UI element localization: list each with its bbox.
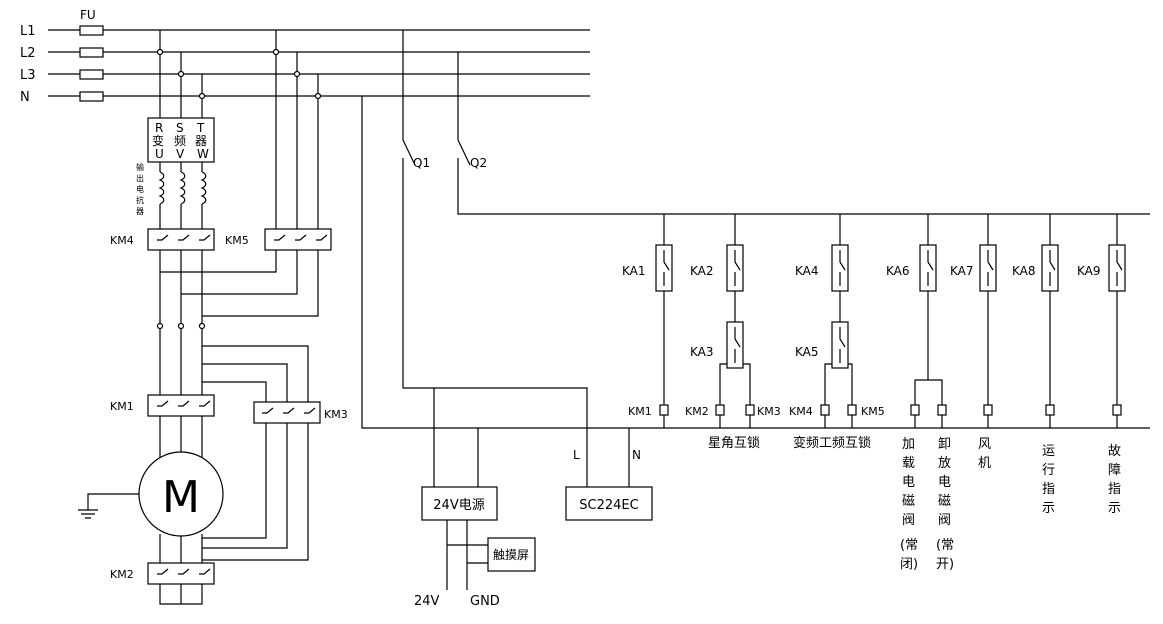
ka7-label: KA7: [950, 264, 974, 278]
coil-km5: KM5: [861, 405, 885, 418]
load-valve-4: 磁: [902, 494, 915, 509]
load-valve-1: 加: [902, 437, 915, 452]
run-3: 指: [1042, 482, 1055, 497]
fault-2: 障: [1108, 463, 1121, 478]
inverter-u: U: [155, 147, 164, 161]
ka1-label: KA1: [622, 264, 646, 278]
output-24v: 24V: [414, 594, 440, 609]
group-vf-lock: 变频工频互锁: [793, 435, 871, 451]
touch-screen-box: [487, 537, 536, 572]
line-label-l2: L2: [20, 46, 36, 61]
reactor-char-1: 输: [136, 162, 144, 172]
reactor-char-2: 出: [136, 173, 144, 183]
ka5-relay: [831, 321, 849, 369]
inverter-c3: 器: [195, 134, 207, 148]
fuse-label: FU: [80, 8, 96, 22]
motor-circuit: R S T 变 频 器 U V W 输 出 电 抗 器 KM4 KM5: [78, 30, 348, 605]
power-supply-box: [421, 486, 498, 521]
touch-screen-label: 触摸屏: [493, 548, 529, 562]
km1-label: KM1: [110, 400, 134, 413]
fan-2: 机: [978, 456, 991, 471]
inverter-w: W: [197, 147, 209, 161]
line-label-n: N: [20, 90, 30, 105]
km3-label: KM3: [324, 408, 348, 421]
fuse-l2: [79, 47, 104, 58]
ka1-relay: [655, 244, 673, 292]
line-label-l1: L1: [20, 24, 36, 39]
ka2-relay: [726, 244, 744, 292]
ka8-label: KA8: [1012, 264, 1036, 278]
inverter-v: V: [176, 147, 185, 161]
ka4-label: KA4: [795, 264, 819, 278]
plc-l-label: L: [573, 448, 580, 462]
inverter-t: T: [196, 121, 205, 135]
inverter-box: [147, 117, 215, 163]
control-supply: Q1 Q2 24V电源 触摸屏 24V GND SC224EC L N: [361, 30, 1150, 609]
coil-km4: KM4: [789, 405, 813, 418]
coil-km3: KM3: [757, 405, 781, 418]
fuse-n: [79, 91, 104, 102]
ka5-label: KA5: [795, 345, 819, 359]
relay-outputs: KA1 KA2 KA3 KA4 KA5 KA6 KA7 KA8 KA9 KM1 …: [622, 214, 1126, 451]
power-supply-label: 24V电源: [433, 498, 484, 513]
inverter-c2: 频: [174, 134, 186, 148]
load-valve-6: (常: [900, 538, 918, 553]
run-1: 运: [1042, 444, 1055, 459]
fault-1: 故: [1108, 444, 1121, 459]
ka9-label: KA9: [1077, 264, 1101, 278]
output-gnd: GND: [470, 594, 500, 609]
km5-label: KM5: [225, 234, 249, 247]
inverter-r: R: [155, 121, 163, 135]
km4-label: KM4: [110, 234, 134, 247]
km2-label: KM2: [110, 568, 134, 581]
unload-valve-4: 磁: [938, 494, 951, 509]
fuse-l3: [79, 69, 104, 80]
fault-4: 示: [1108, 501, 1121, 516]
group-star-delta: 星角互锁: [708, 435, 760, 451]
fuse-l1: [79, 25, 104, 36]
unload-valve-7: 开): [936, 557, 954, 572]
run-2: 行: [1042, 463, 1055, 478]
coil-km2: KM2: [685, 405, 709, 418]
ka7-relay: [979, 244, 997, 292]
line-label-l3: L3: [20, 68, 36, 83]
load-valve-7: 闭): [900, 557, 918, 572]
load-valve-5: 阀: [902, 513, 915, 528]
ka6-relay: [919, 244, 937, 292]
motor-label: M: [162, 472, 200, 523]
reactor-char-4: 抗: [136, 195, 144, 205]
plc-n-label: N: [632, 448, 641, 462]
ka9-relay: [1108, 244, 1126, 292]
ka4-relay: [831, 244, 849, 292]
coil-km1: KM1: [628, 405, 652, 418]
unload-valve-5: 阀: [938, 513, 951, 528]
load-valve-3: 电: [902, 475, 915, 490]
unload-valve-2: 放: [938, 456, 951, 471]
load-valve-2: 载: [902, 456, 915, 471]
ka8-relay: [1041, 244, 1059, 292]
unload-valve-3: 电: [938, 475, 951, 490]
ka3-label: KA3: [690, 345, 714, 359]
plc-label: SC224EC: [579, 498, 638, 513]
q2-label: Q2: [470, 156, 487, 170]
plc-box: [565, 486, 653, 521]
fan-1: 风: [978, 437, 991, 452]
unload-valve-6: (常: [936, 538, 954, 553]
unload-valve-1: 卸: [938, 436, 951, 452]
inverter-s: S: [176, 121, 184, 135]
fault-3: 指: [1108, 482, 1121, 497]
ka3-relay: [726, 321, 744, 369]
main-bus: L1 L2 L3 N FU: [20, 8, 590, 105]
reactor-char-3: 电: [136, 184, 144, 194]
ka2-label: KA2: [690, 264, 714, 278]
reactor-char-5: 器: [136, 207, 144, 216]
ka6-label: KA6: [886, 264, 910, 278]
q1-label: Q1: [413, 156, 430, 170]
inverter-c1: 变: [152, 133, 164, 148]
run-4: 示: [1042, 501, 1055, 516]
